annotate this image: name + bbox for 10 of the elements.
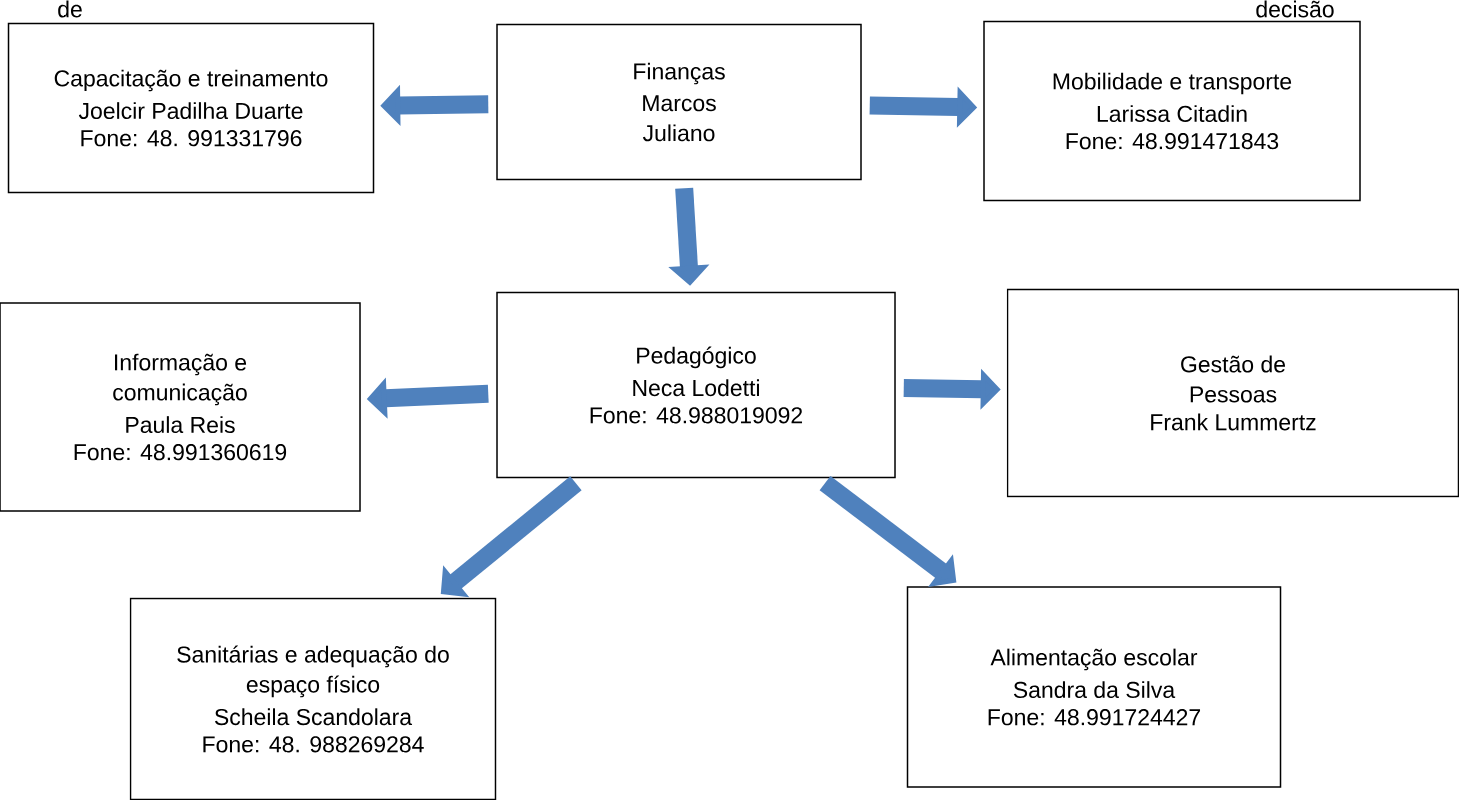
org-box: Capacitação e treinamento Joelcir Padilha Duarte Fone: 48. 991331796 xyxy=(7,22,375,194)
block-arrow xyxy=(819,475,957,587)
org-box: Gestão de Pessoas Frank Lummertz xyxy=(1006,288,1459,498)
block-arrow xyxy=(440,476,582,598)
org-box: Finanças Marcos Juliano xyxy=(496,23,862,181)
org-box: Mobilidade e transporte Larissa Citadin Fone: 48.991471843 xyxy=(983,20,1361,202)
org-box: Pedagógico Neca Lodetti Fone: 48.988019092 xyxy=(496,291,896,479)
org-box: Sanitárias e adequação do espaço físico Scheila Scandolara Fone: 48. 988269284 xyxy=(129,597,497,800)
org-box: Alimentação escolar Sandra da Silva Fone: 48.991724427 xyxy=(906,586,1282,788)
org-box: Informação e comunicação Paula Reis Fone: 48.991360619 xyxy=(0,302,361,512)
